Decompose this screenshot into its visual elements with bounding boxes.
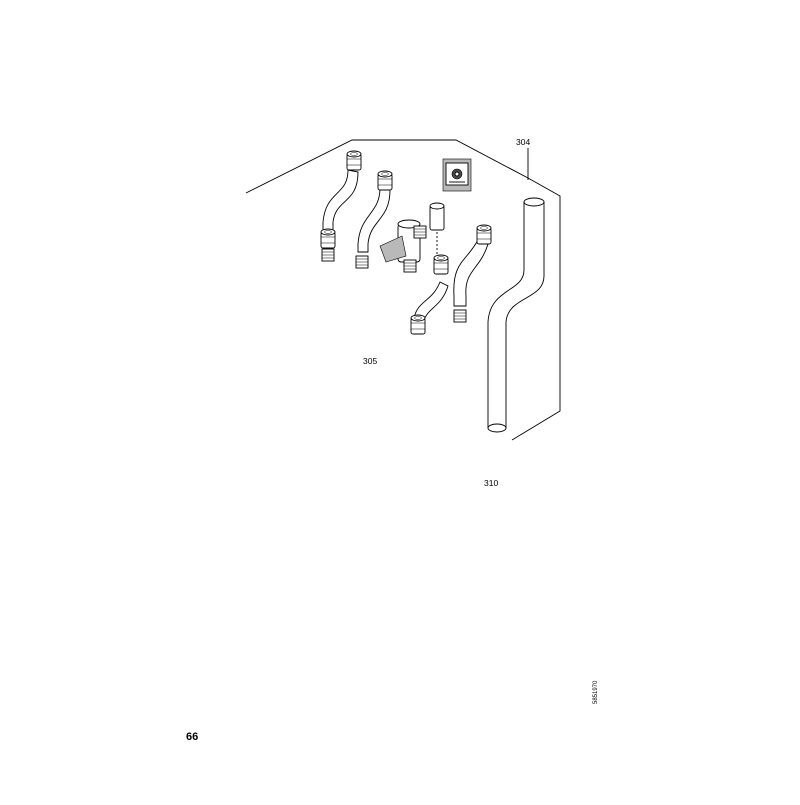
kit-310-callout: 310 [484,478,499,488]
drawing-code: 5851970 [593,680,599,704]
kit-304-callout: 304 [516,137,531,147]
kit-304-parts [320,150,545,433]
kit-304-panel [245,139,561,441]
page-number: 66 [186,731,199,743]
kit-305-callout: 305 [363,356,378,366]
